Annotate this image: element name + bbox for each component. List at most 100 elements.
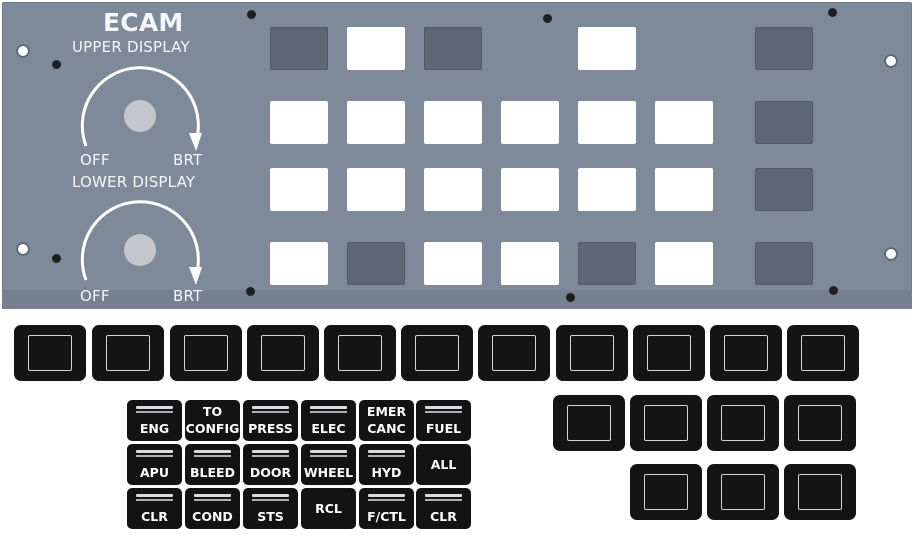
keycap-indicator-bar: [368, 455, 405, 457]
button-slot[interactable]: [578, 27, 636, 70]
upper-display-label: UPPER DISPLAY: [72, 38, 190, 56]
screw-dot: [52, 254, 61, 263]
keycap-bleed[interactable]: BLEED: [185, 444, 240, 485]
button-slot[interactable]: [270, 242, 328, 285]
keycap-window: [567, 405, 611, 441]
button-slot[interactable]: [424, 168, 482, 211]
keycap-indicator-bar: [310, 406, 347, 409]
panel-title: ECAM: [103, 8, 184, 37]
keycap-fuel[interactable]: FUEL: [416, 400, 471, 441]
keycap-all[interactable]: ALL: [416, 444, 471, 485]
button-slot[interactable]: [578, 101, 636, 144]
blank-keycap[interactable]: [170, 325, 242, 381]
button-slot-cap: [755, 27, 813, 70]
mounting-hole-top-left: [16, 44, 30, 58]
blank-keycap[interactable]: [14, 325, 86, 381]
blank-keycap[interactable]: [478, 325, 550, 381]
blank-keycap[interactable]: [710, 325, 782, 381]
keycap-indicator-bar: [136, 494, 173, 497]
blank-keycap[interactable]: [787, 325, 859, 381]
button-slot[interactable]: [501, 168, 559, 211]
button-slot[interactable]: [655, 101, 713, 144]
button-slot[interactable]: [347, 168, 405, 211]
keycap-sts[interactable]: STS: [243, 488, 298, 529]
keycap-elec[interactable]: ELEC: [301, 400, 356, 441]
blank-keycap[interactable]: [707, 395, 779, 451]
button-slot[interactable]: [347, 101, 405, 144]
blank-keycap[interactable]: [707, 464, 779, 520]
blank-keycap[interactable]: [633, 325, 705, 381]
keycap-window: [570, 335, 614, 371]
blank-keycap[interactable]: [630, 395, 702, 451]
lower-brt-label: BRT: [173, 287, 203, 305]
keycap-window: [644, 474, 688, 510]
keycap-apu[interactable]: APU: [127, 444, 182, 485]
button-slot-cap: [270, 27, 328, 70]
keycap-label: BLEED: [190, 465, 235, 480]
screw-dot: [543, 14, 552, 23]
blank-keycap[interactable]: [784, 464, 856, 520]
lower-display-knob[interactable]: [124, 234, 156, 266]
keycap-label: STS: [257, 509, 284, 524]
button-slot-cap: [578, 242, 636, 285]
keycap-indicator-bar: [136, 450, 173, 453]
button-slot[interactable]: [424, 101, 482, 144]
button-slot[interactable]: [655, 242, 713, 285]
button-slot[interactable]: [424, 242, 482, 285]
mounting-hole-bottom-left: [16, 242, 30, 256]
keycap-window: [338, 335, 382, 371]
keycap-window: [184, 335, 228, 371]
keycap-indicator-bar: [425, 499, 462, 501]
screw-dot: [566, 293, 575, 302]
button-slot-cap: [755, 168, 813, 211]
keycap-indicator-bar: [194, 450, 231, 453]
button-slot[interactable]: [501, 242, 559, 285]
keycap-indicator-bar: [310, 411, 347, 413]
keycap-window: [644, 405, 688, 441]
keycap-indicator-bar: [425, 494, 462, 497]
upper-off-label: OFF: [80, 151, 110, 169]
keycap-window: [261, 335, 305, 371]
lower-off-label: OFF: [80, 287, 110, 305]
keycap-label: F/CTL: [367, 509, 406, 524]
button-slot[interactable]: [501, 101, 559, 144]
keycap-indicator-bar: [194, 499, 231, 501]
button-slot[interactable]: [347, 27, 405, 70]
blank-keycap[interactable]: [247, 325, 319, 381]
blank-keycap[interactable]: [324, 325, 396, 381]
keycap-clr-left[interactable]: CLR: [127, 488, 182, 529]
keycap-window: [106, 335, 150, 371]
blank-keycap[interactable]: [556, 325, 628, 381]
upper-brt-label: BRT: [173, 151, 203, 169]
blank-keycap[interactable]: [630, 464, 702, 520]
keycap-indicator-bar: [252, 499, 289, 501]
button-slot[interactable]: [578, 168, 636, 211]
keycap-f-ctl[interactable]: F/CTL: [359, 488, 414, 529]
blank-keycap[interactable]: [92, 325, 164, 381]
upper-display-knob[interactable]: [124, 100, 156, 132]
keycap-indicator-bar: [368, 494, 405, 497]
blank-keycap[interactable]: [553, 395, 625, 451]
button-slot[interactable]: [270, 101, 328, 144]
keycap-label: ENG: [139, 421, 170, 436]
keycap-window: [492, 335, 536, 371]
keycap-window: [801, 335, 845, 371]
keycap-cond[interactable]: COND: [185, 488, 240, 529]
keycap-rcl[interactable]: RCL: [301, 488, 356, 529]
button-slot[interactable]: [270, 168, 328, 211]
button-slot[interactable]: [655, 168, 713, 211]
button-slot-cap: [347, 242, 405, 285]
keycap-press[interactable]: PRESS: [243, 400, 298, 441]
keycap-hyd[interactable]: HYD: [359, 444, 414, 485]
keycap-eng[interactable]: ENG: [127, 400, 182, 441]
keycap-label: WHEEL: [303, 465, 354, 480]
button-slot-cap: [424, 27, 482, 70]
keycap-wheel[interactable]: WHEEL: [301, 444, 356, 485]
blank-keycap[interactable]: [784, 395, 856, 451]
keycap-clr-right[interactable]: CLR: [416, 488, 471, 529]
keycap-door[interactable]: DOOR: [243, 444, 298, 485]
keycap-indicator-bar: [310, 450, 347, 453]
blank-keycap[interactable]: [401, 325, 473, 381]
